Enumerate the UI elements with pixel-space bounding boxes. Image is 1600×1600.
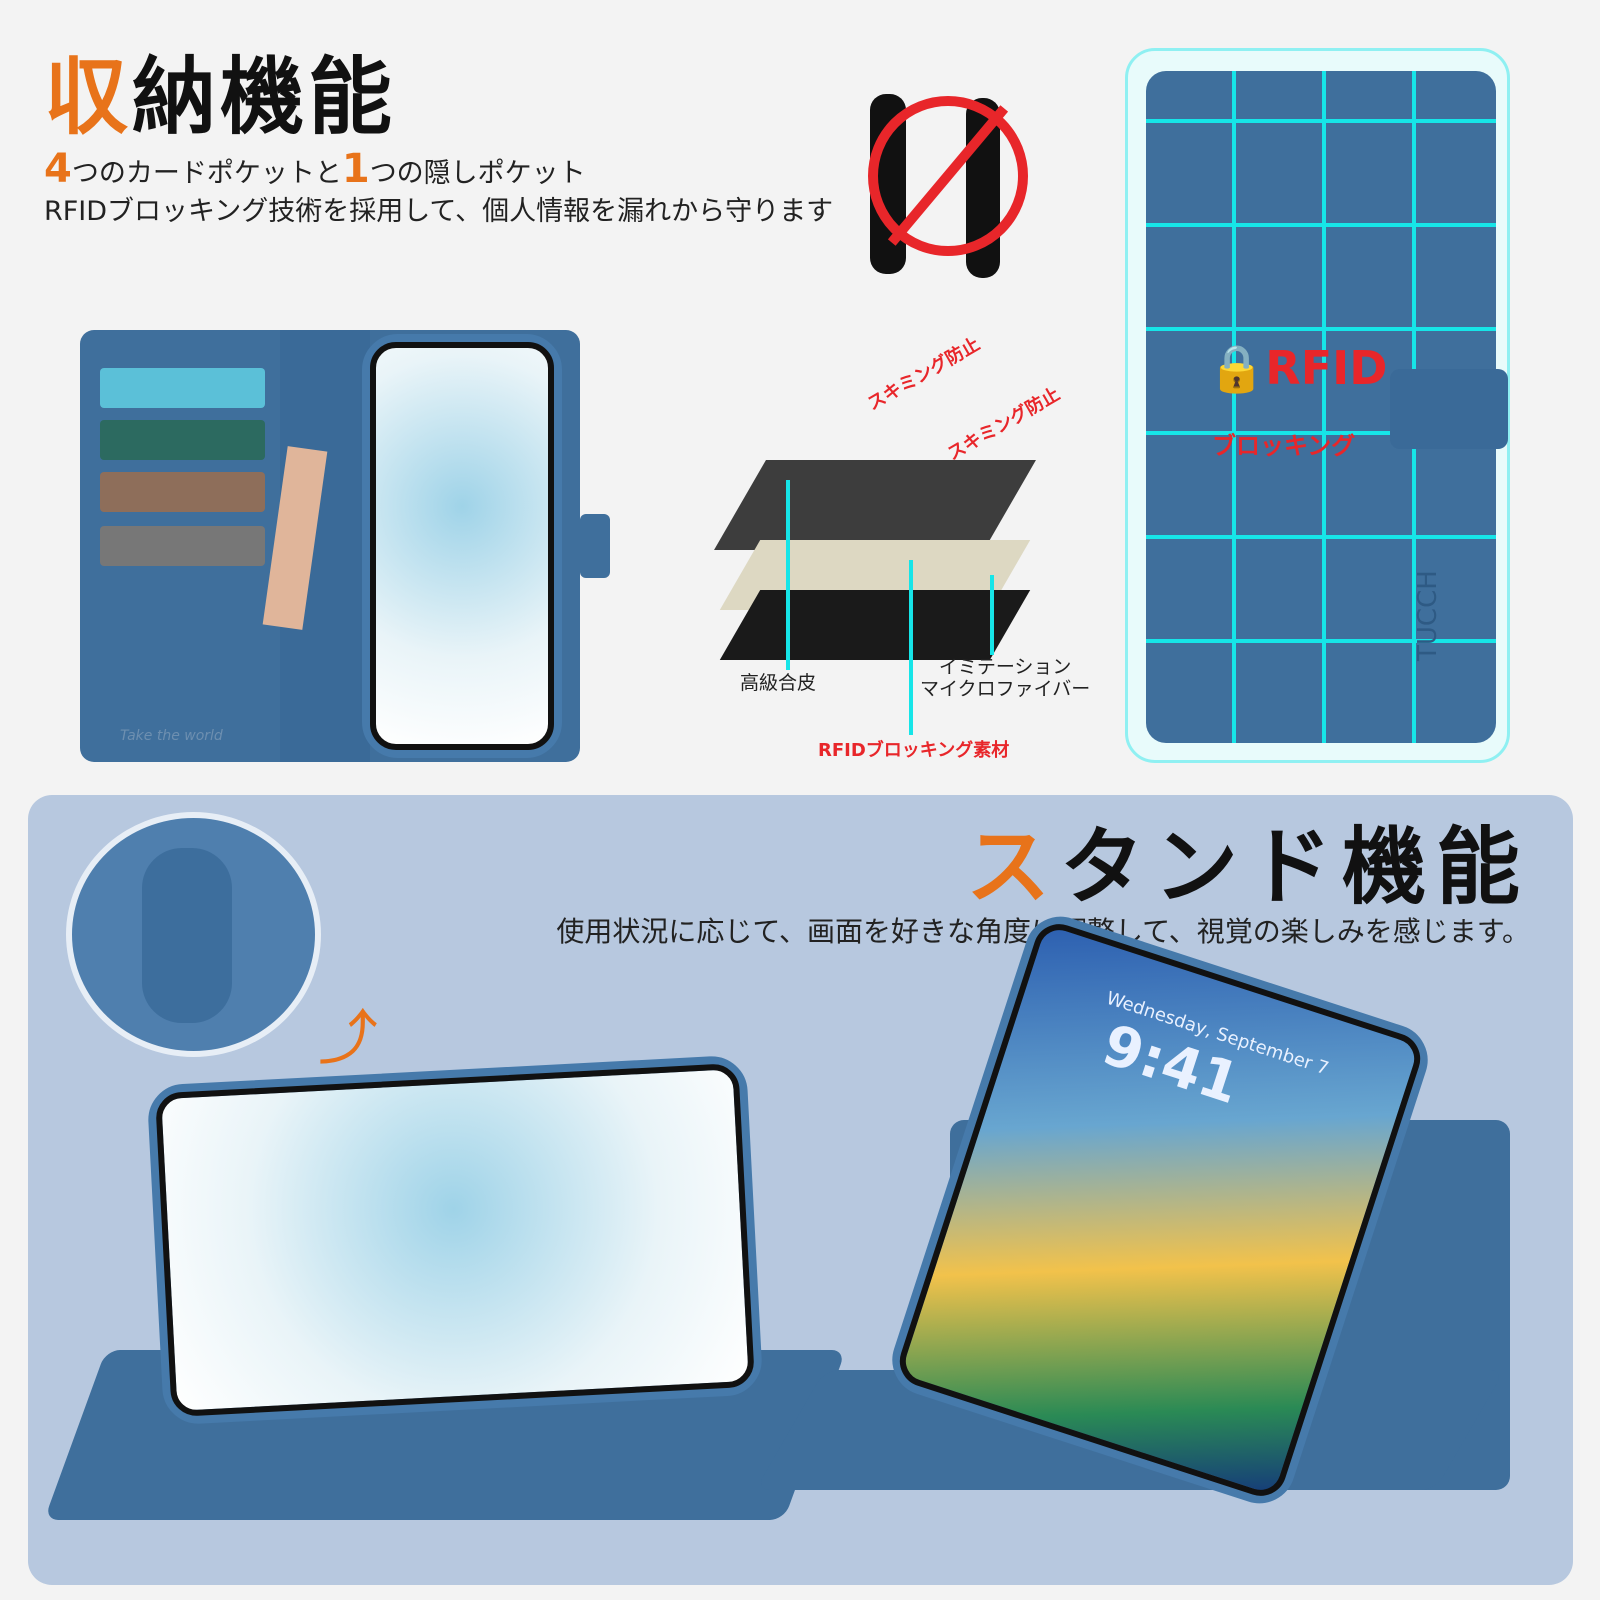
title-accent: 収 <box>44 48 133 146</box>
rfid-layers-diagram: スキミング防止 スキミング防止 高級合皮 イミテーションマイクロファイバー RF… <box>700 330 1100 770</box>
storage-description: 4つのカードポケットと1つの隠しポケット RFIDブロッキング技術を採用して、個… <box>44 149 834 231</box>
card <box>100 526 265 566</box>
portrait-stand-image: Wednesday, September 7 9:41 <box>755 907 1530 1580</box>
phone <box>362 334 562 758</box>
skimming-label: スキミング防止 <box>863 333 984 415</box>
anti-skimming-icon <box>848 88 1048 288</box>
rfid-line: RFIDブロッキング技術を採用して、個人情報を漏れから守ります <box>44 196 834 227</box>
leather-label: 高級合皮 <box>740 672 817 694</box>
rfid-material-label: RFIDブロッキング素材 <box>818 740 1010 761</box>
closed-case-rfid-image: 🔒RFID ブロッキング TUCCH <box>1125 48 1510 763</box>
rfid-badge: 🔒RFID <box>1208 341 1388 395</box>
case-script: Take the world <box>120 728 223 744</box>
rfid-badge-sub: ブロッキング <box>1212 432 1356 460</box>
stand-title: スタンド機能 <box>965 818 1530 916</box>
pockets-line: 4つのカードポケットと1つの隠しポケット <box>44 149 833 193</box>
skimming-label: スキミング防止 <box>943 383 1064 465</box>
storage-title: 収納機能 <box>44 30 396 151</box>
open-wallet-case-image: Take the world <box>80 330 610 762</box>
card-count: 4 <box>44 146 72 192</box>
microfiber-label: イミテーションマイクロファイバー <box>920 656 1091 700</box>
leather-layer <box>714 460 1036 550</box>
text: つのカードポケットと <box>71 158 342 189</box>
card <box>100 420 265 460</box>
arrow-up-icon: ⤴ <box>318 1004 378 1074</box>
clasp-closeup-image <box>66 812 321 1057</box>
clasp <box>580 514 610 578</box>
text: つの隠しポケット <box>369 158 586 189</box>
microfiber-layer <box>719 590 1031 660</box>
card <box>100 472 265 512</box>
hidden-count: 1 <box>341 146 370 192</box>
brand-logo: TUCCH <box>1413 570 1443 661</box>
landscape-stand-image <box>44 1054 846 1540</box>
card <box>100 368 265 408</box>
title-rest: 納機能 <box>132 48 397 146</box>
clasp <box>1390 369 1508 449</box>
